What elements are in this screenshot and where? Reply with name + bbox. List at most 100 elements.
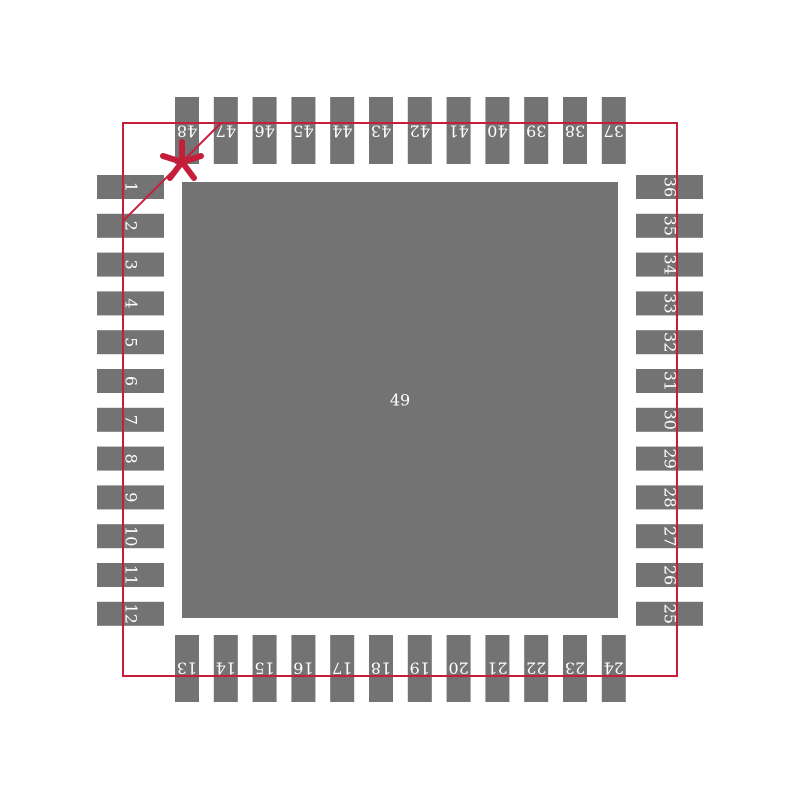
pin1-marker-icon (160, 139, 204, 181)
pin-pad-13 (175, 635, 199, 702)
pin-pad-2 (97, 213, 164, 238)
pin-label-25: 25 (661, 604, 680, 624)
pin-pad-30 (636, 407, 703, 432)
pin-pad-5 (97, 330, 164, 355)
pin-label-1: 1 (122, 182, 141, 192)
pin-pad-41 (446, 97, 471, 164)
pin-label-45: 45 (293, 122, 313, 141)
pin-label-9: 9 (122, 492, 141, 502)
pin-pad-36 (636, 175, 703, 199)
pin-pad-34 (636, 252, 703, 277)
pin-label-23: 23 (565, 659, 585, 678)
pin-pad-39 (524, 97, 549, 164)
pin-label-6: 6 (122, 376, 141, 386)
center-thermal-pad (182, 182, 618, 618)
pin-pad-44 (330, 97, 355, 164)
pin-label-40: 40 (487, 122, 507, 141)
pin-pad-32 (636, 330, 703, 355)
pin-label-13: 13 (177, 659, 197, 678)
pin-label-32: 32 (661, 332, 680, 352)
pin-label-31: 31 (661, 371, 680, 391)
pin-label-19: 19 (410, 659, 430, 678)
pin-pad-15 (252, 635, 277, 702)
pin-pad-26 (636, 563, 703, 587)
pin-pad-8 (97, 446, 164, 471)
pin-pad-1 (97, 175, 164, 199)
pin-label-43: 43 (371, 122, 391, 141)
component-outline (122, 122, 678, 677)
pin-label-41: 41 (448, 122, 468, 141)
pin-pad-9 (97, 485, 164, 510)
pin-label-4: 4 (122, 298, 141, 308)
pin-label-2: 2 (122, 221, 141, 231)
pin-label-24: 24 (604, 659, 624, 678)
pin-pad-35 (636, 213, 703, 238)
pin-label-20: 20 (448, 659, 468, 678)
pin-label-28: 28 (661, 487, 680, 507)
pin-pad-21 (485, 635, 510, 702)
pin-pad-24 (601, 635, 626, 702)
pin-pad-3 (97, 252, 164, 277)
pin-pad-22 (524, 635, 549, 702)
pin-pad-31 (636, 369, 703, 393)
pin-label-36: 36 (661, 177, 680, 197)
pin-label-21: 21 (487, 659, 507, 678)
pin-label-37: 37 (604, 122, 624, 141)
pin-pad-27 (636, 524, 703, 549)
pin-pad-11 (97, 563, 164, 587)
pin-label-46: 46 (254, 122, 274, 141)
pin-pad-43 (369, 97, 393, 164)
pin-pad-20 (446, 635, 471, 702)
pin-label-35: 35 (661, 216, 680, 236)
pin-label-11: 11 (122, 565, 141, 585)
pin-pad-45 (291, 97, 316, 164)
pin-pad-42 (407, 97, 432, 164)
pin-label-5: 5 (122, 337, 141, 347)
pin-label-26: 26 (661, 565, 680, 585)
pin-pad-6 (97, 369, 164, 393)
pin-pad-23 (563, 635, 587, 702)
pin-label-22: 22 (526, 659, 546, 678)
pin-label-14: 14 (216, 659, 236, 678)
pin-pad-37 (601, 97, 626, 164)
pin-label-33: 33 (661, 293, 680, 313)
pin-pad-46 (252, 97, 277, 164)
pin-label-18: 18 (371, 659, 391, 678)
pin-label-27: 27 (661, 526, 680, 546)
pin-pad-16 (291, 635, 316, 702)
pin-pad-4 (97, 291, 164, 316)
pin-label-8: 8 (122, 454, 141, 464)
pin-label-48: 48 (177, 122, 197, 141)
pin-label-3: 3 (122, 260, 141, 270)
pin-pad-17 (330, 635, 355, 702)
pin-label-34: 34 (661, 254, 680, 274)
pin-pad-29 (636, 446, 703, 471)
pin-pad-7 (97, 407, 164, 432)
pin-pad-12 (97, 601, 164, 626)
pin-pad-10 (97, 524, 164, 549)
pin-label-12: 12 (122, 604, 141, 624)
pin-pad-38 (563, 97, 587, 164)
pin-label-15: 15 (254, 659, 274, 678)
pin-pad-33 (636, 291, 703, 316)
pin-label-42: 42 (410, 122, 430, 141)
pin-pad-14 (213, 635, 238, 702)
pin-label-44: 44 (332, 122, 352, 141)
pin-label-10: 10 (122, 526, 141, 546)
pin-pad-40 (485, 97, 510, 164)
pin-label-38: 38 (565, 122, 585, 141)
pin-label-39: 39 (526, 122, 546, 141)
pin-pad-47 (213, 97, 238, 164)
pin-label-16: 16 (293, 659, 313, 678)
pin-label-29: 29 (661, 448, 680, 468)
pin-label-7: 7 (122, 415, 141, 425)
pin-pad-28 (636, 485, 703, 510)
pin-label-30: 30 (661, 410, 680, 430)
pin-pad-25 (636, 601, 703, 626)
center-pad-label: 49 (390, 391, 410, 410)
pin-label-17: 17 (332, 659, 352, 678)
pin-pad-19 (407, 635, 432, 702)
pin-pad-18 (369, 635, 393, 702)
